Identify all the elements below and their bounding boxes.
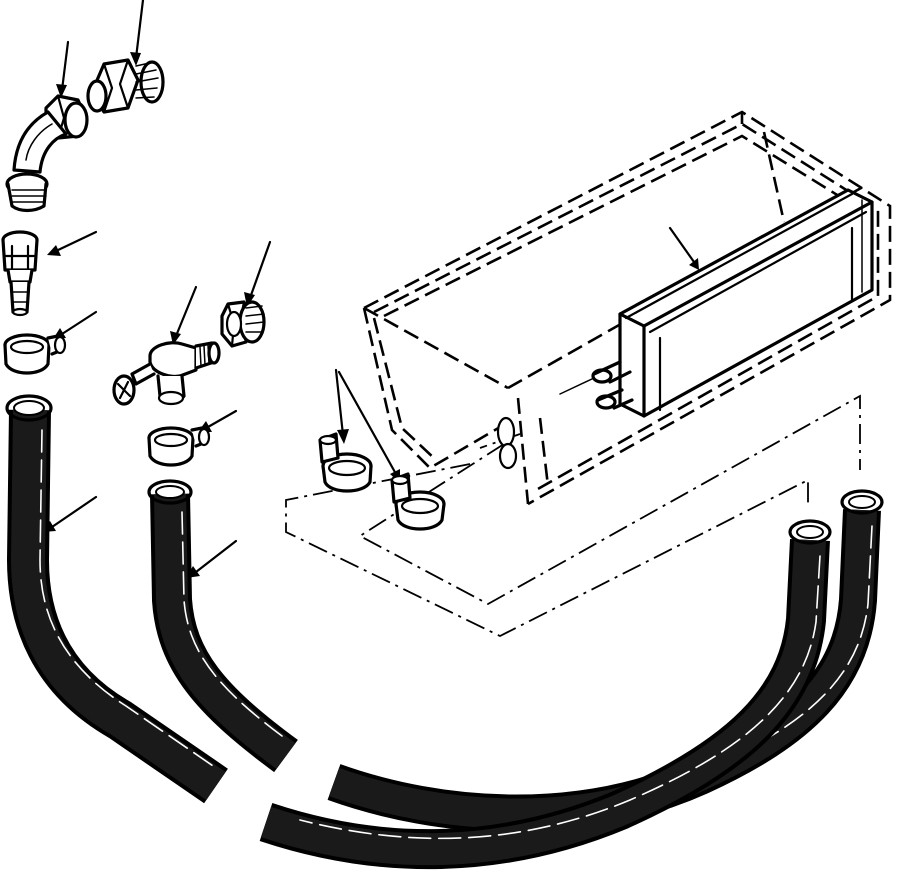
hose-barb-fitting[interactable] xyxy=(1,230,39,317)
elbow-fitting[interactable] xyxy=(5,94,89,213)
leader-arrow-valve xyxy=(170,285,198,345)
leader-arrow-barb xyxy=(47,230,98,256)
reducer-bushing[interactable] xyxy=(220,300,266,348)
leader-arrow-core xyxy=(668,226,699,270)
leader-arrow-elbow xyxy=(56,40,70,98)
heater-hose-long[interactable] xyxy=(5,394,228,804)
leader-arrow-connector xyxy=(130,0,145,66)
leader-arrow-hose-long xyxy=(42,495,98,532)
heater-hose-pair-front[interactable] xyxy=(259,519,832,870)
hose-clamp-pair[interactable] xyxy=(318,432,446,531)
drain-valve[interactable] xyxy=(112,341,221,406)
heater-core-inlet-tube xyxy=(559,360,632,395)
hose-clamp-lower[interactable] xyxy=(390,472,446,531)
heater-hose-pair[interactable] xyxy=(259,489,884,870)
hose-clamp-upper[interactable] xyxy=(318,432,373,493)
heater-core-outlet-tube xyxy=(595,388,634,410)
heater-core[interactable] xyxy=(559,188,874,418)
hose-clamp-mid[interactable] xyxy=(147,426,211,467)
wall-penetration-tubes xyxy=(496,416,518,470)
heater-hose-short[interactable] xyxy=(147,479,298,773)
hose-clamp-left[interactable] xyxy=(3,333,67,375)
leader-arrow-hose-short xyxy=(186,539,238,578)
leader-arrow-clamp-left xyxy=(53,310,98,339)
leader-arrow-bushing xyxy=(244,240,272,307)
heater-housing xyxy=(362,110,892,506)
connector-straight-fitting[interactable] xyxy=(86,58,165,114)
